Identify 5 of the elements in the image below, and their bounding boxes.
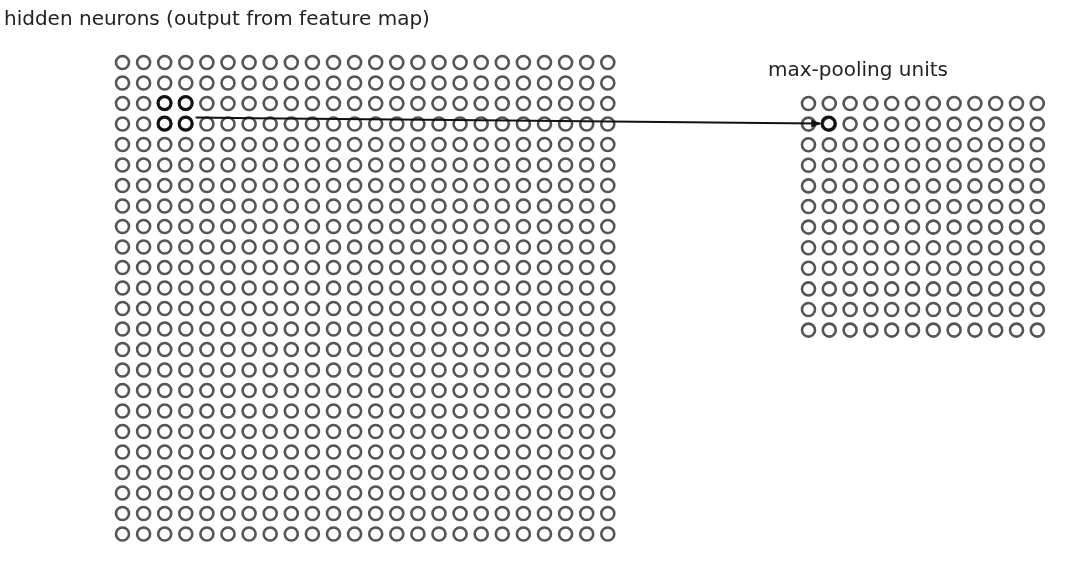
arrow [194, 116, 822, 128]
highlighted-neurons-drawing [153, 93, 196, 134]
grid-title: hidden neurons (output from feature map) [4, 6, 430, 30]
highlighted-unit-circle [820, 115, 838, 133]
grid-title: max-pooling units [768, 57, 948, 81]
